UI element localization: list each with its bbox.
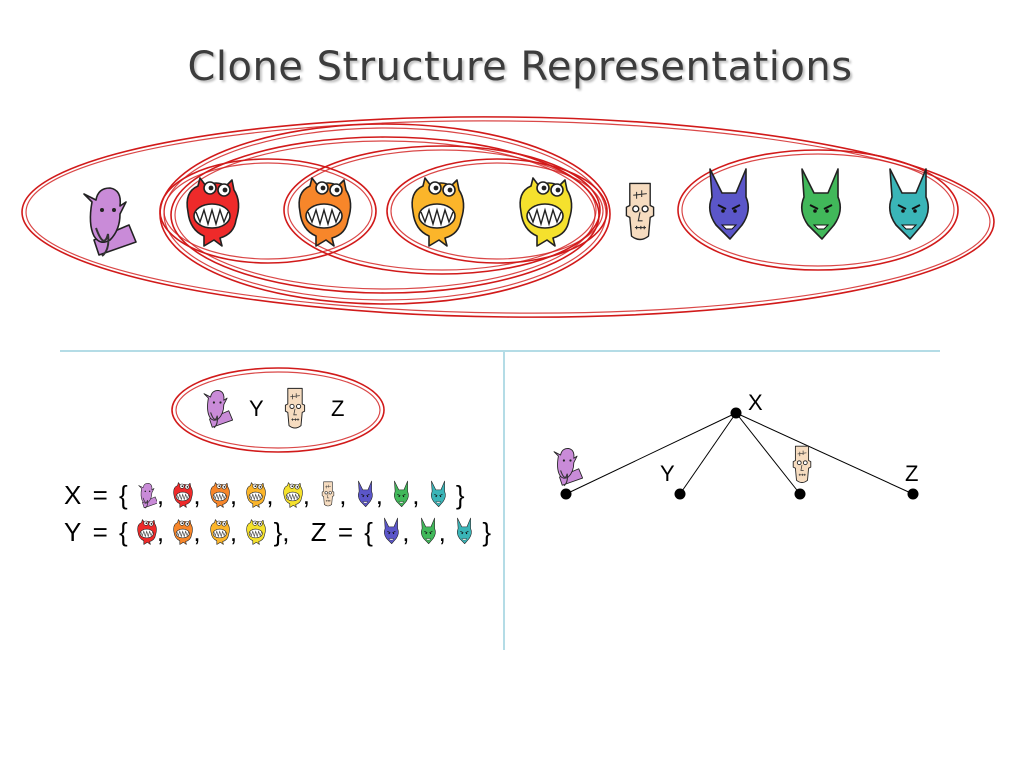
tree-edge [735,412,801,495]
comma: , [375,480,383,511]
orange-monster-icon [298,177,352,247]
formula-close-brace: } [482,517,492,548]
ring-orange-yellow [283,145,601,275]
tree-root-label: X [748,390,763,415]
tree-leaf-node [560,488,572,500]
comma: , [438,517,446,548]
tree-leaf-node [674,488,686,500]
comma: , [402,517,410,548]
formula-eq: = [337,517,354,548]
tree-edge [565,412,737,495]
comma: , [229,517,238,548]
face-icons [83,168,930,429]
yellow-monster-icon [244,517,267,547]
red-monster-icon [171,480,194,510]
teal-devil-icon [888,168,930,240]
vampire-icon [83,187,137,257]
ring-devils [677,149,959,271]
comma: , [193,480,201,511]
vampire-icon [203,389,234,429]
formula-x: X = { , , , , , , , , } [64,475,465,511]
clone-rings [21,116,995,453]
yellow-monster-icon [519,177,573,247]
formula-open-brace: { [364,517,373,548]
comma: , [156,480,165,511]
ring-red-orange [159,158,377,264]
amber-monster-icon [208,517,230,547]
frankenstein-icon [284,387,306,429]
tree-z-label: Z [905,461,919,486]
formula-z-lhs: Z [310,517,327,548]
tree-root-node [730,407,742,419]
formula-eq: = [92,480,108,511]
vampire-icon [135,480,158,510]
blue-devil-icon [354,480,376,510]
frankenstein-icon [792,445,812,483]
formula-open-brace: { [119,517,128,548]
comma: , [412,480,420,511]
formula-y-lhs: Y [64,517,82,548]
formula-eq: = [92,517,108,548]
formula-x-lhs: X [64,480,82,511]
teal-devil-icon [453,517,475,547]
slide-title: Clone Structure Representations [187,44,853,90]
frankenstein-icon [317,480,339,510]
comma: , [193,517,201,548]
comma: , [156,517,165,548]
clone-tree [553,407,919,500]
section-dividers [60,350,940,650]
blue-devil-icon [708,168,750,240]
ring-clone-set [171,367,385,453]
comma: , [266,480,274,511]
formula-open-brace: { [119,480,128,511]
red-monster-icon [135,517,157,547]
tree-y-label: Y [660,461,675,486]
teal-devil-icon [427,480,449,510]
blue-devil-icon [380,517,402,547]
yellow-monster-icon [281,480,303,510]
formula-close-brace-comma: }, [273,517,290,548]
amber-monster-icon [411,177,465,247]
comma: , [229,480,238,511]
tree-leaf-node [794,488,806,500]
orange-monster-icon [171,517,194,547]
comma: , [302,480,311,511]
formula-close-brace: } [455,480,465,511]
red-monster-icon [186,177,240,247]
clone-set-label-y: Y [249,396,264,421]
tree-leaf-node [907,488,919,500]
amber-monster-icon [244,480,267,510]
green-devil-icon [800,168,842,240]
orange-monster-icon [208,480,230,510]
clone-set-label-z: Z [331,396,345,421]
formula-y-z: Y = { , , , }, Z = { , , } [64,512,491,548]
ring-all-candidates [21,116,995,318]
frankenstein-icon [625,182,655,241]
ring-amber-yellow [386,158,608,264]
tree-edge [679,412,737,495]
vampire-icon [553,447,584,487]
green-devil-icon [417,517,439,547]
green-devil-icon [390,480,412,510]
tree-edge [735,412,914,495]
comma: , [339,480,347,511]
